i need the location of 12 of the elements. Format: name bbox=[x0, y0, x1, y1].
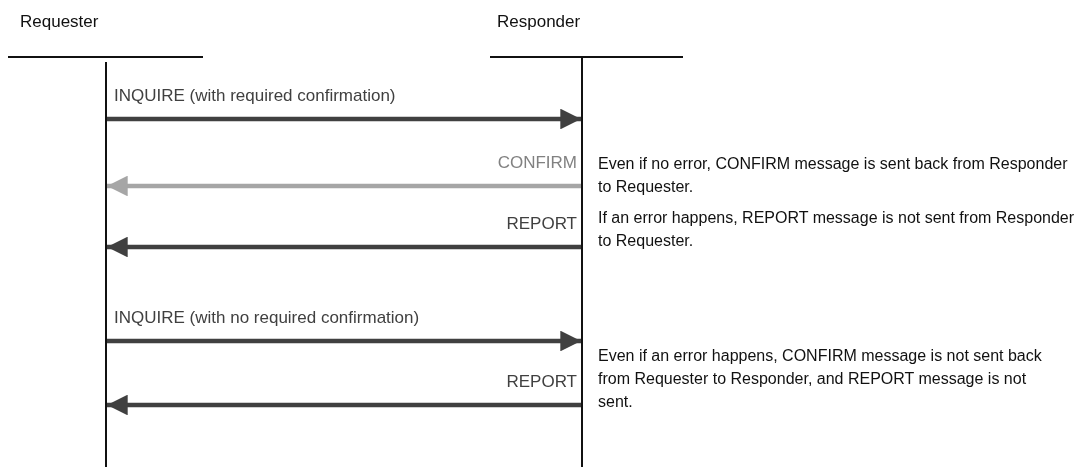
message-arrow bbox=[107, 108, 581, 130]
message-arrow bbox=[107, 175, 581, 197]
message-arrow bbox=[107, 236, 581, 258]
message-arrow bbox=[107, 330, 581, 352]
message-arrow bbox=[107, 394, 581, 416]
note-text: Even if no error, CONFIRM message is sent back from Responder to Requester. bbox=[598, 154, 1069, 197]
message-label: INQUIRE (with required confirmation) bbox=[113, 86, 397, 106]
participant-name: Responder bbox=[497, 12, 581, 32]
note-text: Even if an error happens, CONFIRM message is not sent back from Requester to Responder, and REPORT message is not sent. bbox=[598, 346, 1043, 412]
note-text: If an error happens, REPORT message is not sent from Responder to Requester. bbox=[598, 208, 1076, 251]
message-label: INQUIRE (with no required confirmation) bbox=[113, 308, 421, 328]
participant-name: Requester bbox=[20, 12, 99, 32]
